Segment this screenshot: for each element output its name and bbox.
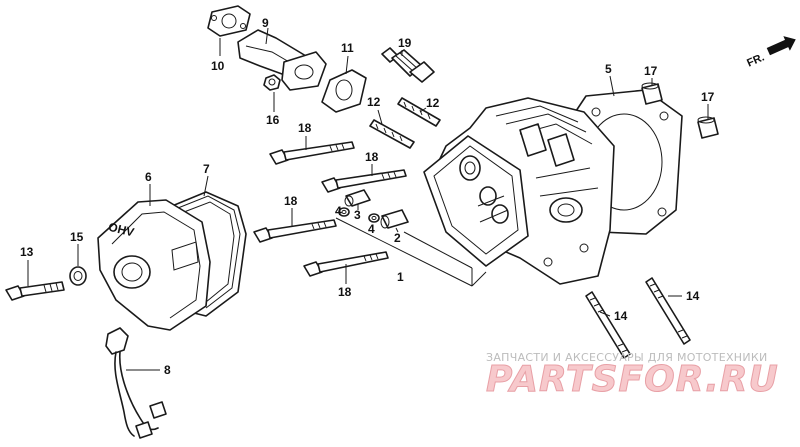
bolt-part-18d	[303, 251, 389, 277]
callout-17a: 17	[644, 64, 658, 78]
spark-plug-part-19	[381, 47, 435, 83]
insulator-gasket-part-11	[321, 69, 367, 113]
watermark-logo: PARTSFOR.RU	[486, 359, 779, 400]
callout-6: 6	[145, 170, 152, 184]
callout-8: 8	[164, 363, 171, 377]
washer-part-4a	[338, 207, 350, 217]
callout-16: 16	[266, 113, 280, 127]
stud-part-14b	[645, 277, 691, 345]
front-direction-indicator: FR.	[745, 36, 796, 70]
grommet-part-15	[69, 266, 87, 286]
callout-7: 7	[203, 162, 210, 176]
callout-12a: 12	[367, 95, 381, 109]
callout-9: 9	[262, 16, 269, 30]
callout-10: 10	[211, 59, 225, 73]
collar-part-2	[380, 209, 409, 229]
callout-numbers: 9 10 11 19 12 12 16 18 18 18 18 5 17 17 …	[20, 16, 715, 377]
dowel-pins-part-17	[641, 82, 719, 139]
nut-part-16	[263, 74, 281, 91]
callout-11: 11	[341, 41, 354, 55]
bolt-part-18b	[321, 169, 407, 193]
collar-part-3	[344, 189, 371, 207]
assembly-bracket	[335, 217, 487, 287]
breather-tube-part-8	[105, 327, 167, 439]
callout-2: 2	[394, 231, 401, 245]
bolt-part-18c	[253, 219, 337, 243]
cover-marking: OHV	[107, 220, 136, 240]
callout-4a: 4	[335, 204, 342, 218]
callout-19: 19	[398, 36, 412, 50]
callout-5: 5	[605, 62, 612, 76]
callout-15: 15	[70, 230, 84, 244]
intake-gasket-part-10	[207, 5, 251, 37]
washer-part-4b	[368, 213, 380, 223]
watermark-caption: ЗАПЧАСТИ И АКСЕССУАРЫ ДЛЯ МОТОТЕХНИКИ	[486, 351, 768, 364]
callout-18d: 18	[338, 285, 352, 299]
callout-14b: 14	[686, 289, 700, 303]
callout-17b: 17	[701, 90, 715, 104]
callout-13: 13	[20, 245, 34, 259]
intake-pipe-part-9	[237, 29, 327, 91]
callout-18c: 18	[284, 194, 298, 208]
bolt-part-13	[5, 281, 65, 301]
leader-lines	[27, 27, 709, 371]
callout-12b: 12	[426, 96, 440, 110]
callout-18b: 18	[365, 150, 379, 164]
bolt-part-18a	[269, 141, 355, 165]
callout-3: 3	[354, 208, 361, 222]
callout-4b: 4	[368, 222, 375, 236]
direction-label: FR.	[745, 51, 766, 69]
head-cover-part-6: OHV	[97, 199, 211, 331]
callout-14a: 14	[614, 309, 628, 323]
cylinder-head-part-1	[423, 97, 615, 285]
callout-1: 1	[397, 270, 404, 284]
arrow-icon	[766, 36, 796, 56]
callout-18a: 18	[298, 121, 312, 135]
stud-bolts-part-12	[369, 97, 441, 149]
stud-part-14a	[585, 291, 631, 359]
